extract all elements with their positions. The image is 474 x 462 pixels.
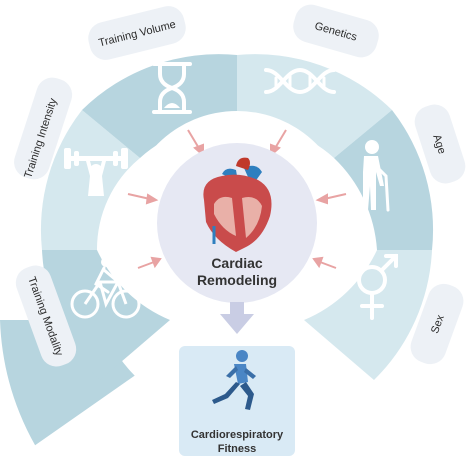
down-arrow bbox=[220, 302, 254, 334]
label-age: Age bbox=[430, 133, 447, 155]
elderly-person-icon bbox=[363, 140, 390, 212]
ring-segment-age bbox=[334, 110, 434, 250]
label-box-genetics: Genetics bbox=[293, 4, 379, 58]
outcome-title-line1: Cardiorespiratory bbox=[191, 429, 284, 441]
outcome-title-line2: Fitness bbox=[218, 443, 257, 455]
dna-icon bbox=[264, 67, 336, 95]
label-boxes: Training Volume Genetics Training Intens… bbox=[14, 4, 466, 367]
runner-icon bbox=[212, 350, 256, 410]
arrow-from-training-modality bbox=[137, 256, 162, 269]
weightlifter-icon bbox=[64, 148, 128, 196]
label-box-sex: Sex bbox=[410, 283, 464, 365]
arrow-from-age bbox=[315, 193, 347, 205]
label-box-age: Age bbox=[414, 104, 466, 184]
label-box-training-volume: Training Volume bbox=[88, 6, 186, 60]
cyclist-icon bbox=[70, 257, 141, 319]
heart-icon bbox=[203, 157, 272, 252]
arrow-from-sex bbox=[312, 256, 337, 269]
arrow-from-training-intensity bbox=[127, 193, 159, 205]
gender-symbol-icon bbox=[357, 254, 398, 320]
influence-arrows bbox=[127, 129, 347, 269]
hourglass-icon bbox=[152, 62, 192, 114]
center-title-line2: Remodeling bbox=[197, 272, 277, 288]
center-node: Cardiac Remodeling bbox=[157, 143, 317, 303]
ring-segment-sex bbox=[304, 250, 432, 380]
center-title-line1: Cardiac bbox=[211, 255, 263, 271]
outcome-box: Cardiorespiratory Fitness bbox=[179, 346, 295, 456]
